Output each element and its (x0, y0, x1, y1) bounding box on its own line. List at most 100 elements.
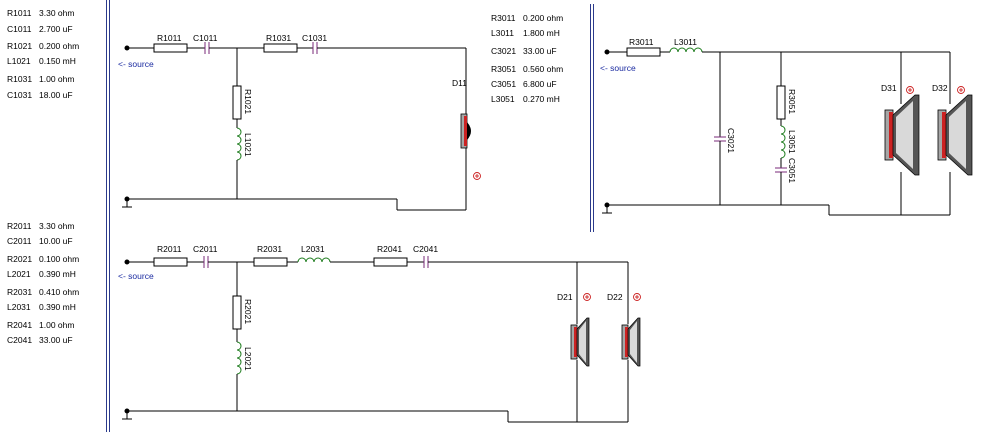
polarity-mark (957, 86, 965, 94)
part-name: R2021 (7, 254, 33, 264)
part-name: C3051 (491, 79, 517, 89)
resistor-r3051 (776, 85, 786, 120)
resistor-r1021 (232, 85, 242, 120)
part-name: C2011 (7, 236, 32, 246)
source-label: <- source (118, 59, 154, 69)
part-value: 0.390 mH (39, 302, 76, 312)
part-name: L3051 (491, 94, 515, 104)
part-value: 3.30 ohm (39, 221, 75, 231)
part-value: 0.200 ohm (39, 41, 80, 51)
source-label: <- source (118, 271, 154, 281)
polarity-mark (906, 86, 914, 94)
label-c1031: C1031 (302, 33, 327, 43)
part-name: L2031 (7, 302, 31, 312)
part-value: 0.150 mH (39, 56, 76, 66)
parts-list-tweeter: R1011 3.30 ohm C1011 2.700 uF R1021 0.200 o… (7, 9, 102, 109)
midrange-driver-d22 (621, 293, 641, 367)
label-l3011: L3011 (674, 37, 697, 47)
part-name: L2021 (7, 269, 31, 279)
label-r2021: R2021 (243, 299, 253, 324)
label-r1031: R1031 (266, 33, 291, 43)
part-value: 1.800 mH (523, 28, 560, 38)
label-r2041: R2041 (377, 244, 402, 254)
midrange-circuit (122, 256, 629, 423)
label-l3051: L3051 (787, 130, 797, 154)
part-name: R2041 (7, 320, 33, 330)
part-name: C1031 (7, 90, 33, 100)
part-value: 0.560 ohm (523, 64, 564, 74)
polarity-mark (473, 172, 481, 180)
label-l2021: L2021 (243, 347, 253, 371)
label-r1021: R1021 (243, 89, 253, 114)
label-l1021: L1021 (243, 133, 253, 157)
midrange-labels: R2011 C2011 R2031 L2031 R2041 C2041 R202… (118, 244, 623, 371)
part-value: 1.00 ohm (39, 320, 75, 330)
label-r3011: R3011 (629, 37, 654, 47)
woofer-labels: R3011 L3011 C3021 R3051 L3051 C3051 D31 … (600, 37, 948, 183)
part-name: C3021 (491, 46, 517, 56)
part-value: 18.00 uF (39, 90, 73, 100)
part-name: R2011 (7, 221, 32, 231)
label-c2011: C2011 (193, 244, 218, 254)
resistor-r2031 (253, 257, 288, 267)
woofer-circuit (602, 47, 951, 216)
resistor-r1031 (263, 43, 298, 53)
label-r1011: R1011 (157, 33, 182, 43)
part-name: L1021 (7, 56, 31, 66)
tweeter-driver-d11 (460, 113, 481, 180)
part-value: 33.00 uF (523, 46, 557, 56)
part-value: 1.00 ohm (39, 74, 75, 84)
part-name: C2041 (7, 335, 33, 345)
resistor-r2011 (153, 257, 188, 267)
label-c1011: C1011 (193, 33, 218, 43)
parts-list-midrange: R2011 3.30 ohm C2011 10.00 uF R2021 0.100 o… (7, 222, 102, 352)
part-name: R1031 (7, 74, 33, 84)
part-value: 0.200 ohm (523, 13, 564, 23)
part-value: 3.30 ohm (39, 8, 75, 18)
label-c3051: C3051 (787, 158, 797, 183)
label-c3021: C3021 (726, 128, 736, 153)
label-r2031: R2031 (257, 244, 282, 254)
parts-list-woofer: R3011 0.200 ohm L3011 1.800 mH C3021 33.00 … (491, 14, 581, 109)
midrange-driver-d21 (570, 293, 591, 367)
part-value: 0.410 ohm (39, 287, 80, 297)
label-d21: D21 (557, 292, 573, 302)
part-value: 2.700 uF (39, 24, 73, 34)
section-dividers (106, 0, 594, 432)
resistor-r3011 (626, 47, 661, 57)
part-name: R3051 (491, 64, 517, 74)
inductor-l2031 (297, 257, 331, 263)
label-d11: D11 (452, 78, 467, 88)
woofer-driver-d32 (937, 86, 973, 176)
label-d32: D32 (932, 83, 948, 93)
part-name: L3011 (491, 28, 515, 38)
resistor-r1011 (153, 43, 188, 53)
resistor-r2041 (373, 257, 408, 267)
part-value: 6.800 uF (523, 79, 557, 89)
part-value: 0.270 mH (523, 94, 560, 104)
part-name: C1011 (7, 24, 32, 34)
inductor-l1021 (236, 127, 242, 161)
tweeter-labels: R1011 C1011 R1031 C1031 R1021 L1021 D11 … (118, 33, 467, 157)
part-name: R2031 (7, 287, 33, 297)
label-d22: D22 (607, 292, 623, 302)
label-l2031: L2031 (301, 244, 325, 254)
part-value: 33.00 uF (39, 335, 73, 345)
part-value: 0.100 ohm (39, 254, 80, 264)
label-c2041: C2041 (413, 244, 438, 254)
part-value: 10.00 uF (39, 236, 73, 246)
source-label: <- source (600, 63, 636, 73)
label-r2011: R2011 (157, 244, 182, 254)
resistor-r2021 (232, 295, 242, 330)
label-d31: D31 (881, 83, 897, 93)
polarity-mark (633, 293, 641, 301)
part-name: R1021 (7, 41, 33, 51)
inductor-l3051 (780, 125, 786, 159)
part-name: R1011 (7, 8, 32, 18)
inductor-l3011 (669, 47, 703, 53)
tweeter-circuit (122, 42, 467, 211)
part-value: 0.390 mH (39, 269, 76, 279)
part-name: R3011 (491, 13, 516, 23)
label-r3051: R3051 (787, 89, 797, 114)
